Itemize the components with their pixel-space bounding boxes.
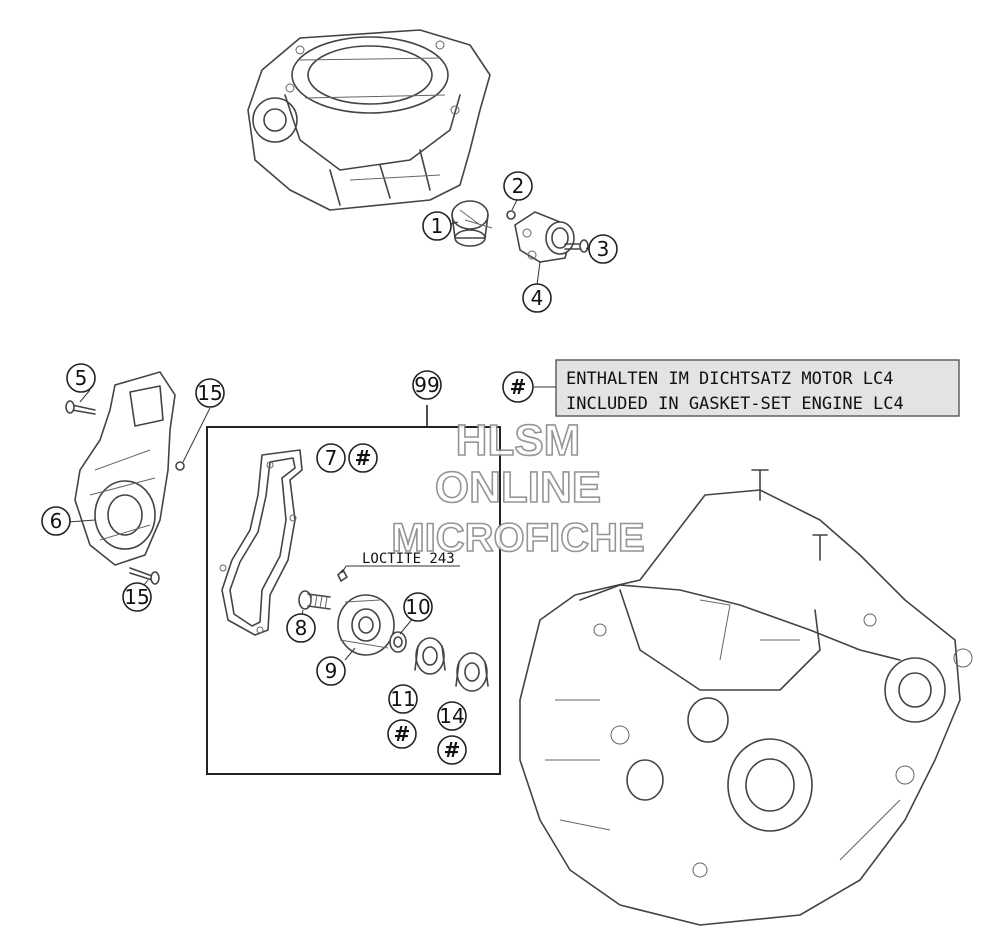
callout-circle	[122, 582, 152, 612]
hash-marker-circle	[387, 719, 417, 749]
callout-label: 15	[124, 585, 149, 609]
callout-group: 1 2 3 4 5 6 15 15 99 7 #89 10 11 #14 #	[41, 171, 618, 765]
callout-circle	[286, 613, 316, 643]
hash-marker: #	[355, 446, 372, 470]
hash-marker: #	[444, 738, 461, 762]
pump-shaft-drawing	[298, 568, 349, 610]
callout-label: 6	[50, 509, 63, 533]
hash-marker: #	[394, 722, 411, 746]
watermark: HLSM ONLINE MICROFICHE	[391, 415, 646, 561]
watermark-line-1: HLSM	[456, 416, 581, 465]
callout-label: 8	[295, 616, 308, 640]
thermostat-assembly-drawing	[451, 200, 589, 263]
legend-box: ENTHALTEN IM DICHTSATZ MOTOR LC4 INCLUDE…	[502, 359, 960, 417]
callout-circle	[437, 701, 467, 731]
callout-label: 3	[597, 237, 610, 261]
callout-label: 9	[325, 659, 338, 683]
callout-label: 11	[390, 687, 415, 711]
callout-circle	[588, 234, 618, 264]
legend-line-1: ENTHALTEN IM DICHTSATZ MOTOR LC4	[566, 369, 894, 389]
callout-label: 1	[431, 214, 444, 238]
callout-label: 10	[405, 595, 430, 619]
callout-circle	[422, 211, 452, 241]
callout-circle	[522, 283, 552, 313]
callout-label: 7	[325, 446, 338, 470]
callout-label: 99	[414, 373, 439, 397]
callout-label: 5	[75, 366, 88, 390]
callout-circle	[412, 370, 442, 400]
water-pump-cover-drawing	[65, 371, 185, 585]
impeller-drawing	[337, 594, 395, 656]
legend-line-2: INCLUDED IN GASKET-SET ENGINE LC4	[566, 394, 904, 414]
callout-label: 14	[439, 704, 464, 728]
callout-circle	[388, 684, 418, 714]
engine-case-drawing	[519, 469, 973, 926]
loctite-label: LOCTITE 243	[362, 551, 455, 567]
seal-and-bearings-drawing	[389, 631, 489, 692]
kit-99-box	[206, 405, 501, 775]
gasket-drawing	[219, 449, 303, 636]
callout-circle	[66, 363, 96, 393]
legend-hash-symbol: #	[510, 375, 527, 399]
callout-label: 4	[531, 286, 544, 310]
callout-circle	[316, 443, 346, 473]
cylinder-drawing	[247, 29, 491, 211]
callout-circle	[195, 378, 225, 408]
callout-label: 15	[197, 381, 222, 405]
hash-marker-circle	[437, 735, 467, 765]
callout-label: 2	[512, 174, 525, 198]
watermark-line-3: MICROFICHE	[391, 516, 644, 560]
callout-circle	[403, 592, 433, 622]
watermark-line-2: ONLINE	[435, 463, 601, 512]
callout-circle	[316, 656, 346, 686]
hash-marker-circle	[348, 443, 378, 473]
callout-circle	[41, 506, 71, 536]
callout-circle	[503, 171, 533, 201]
